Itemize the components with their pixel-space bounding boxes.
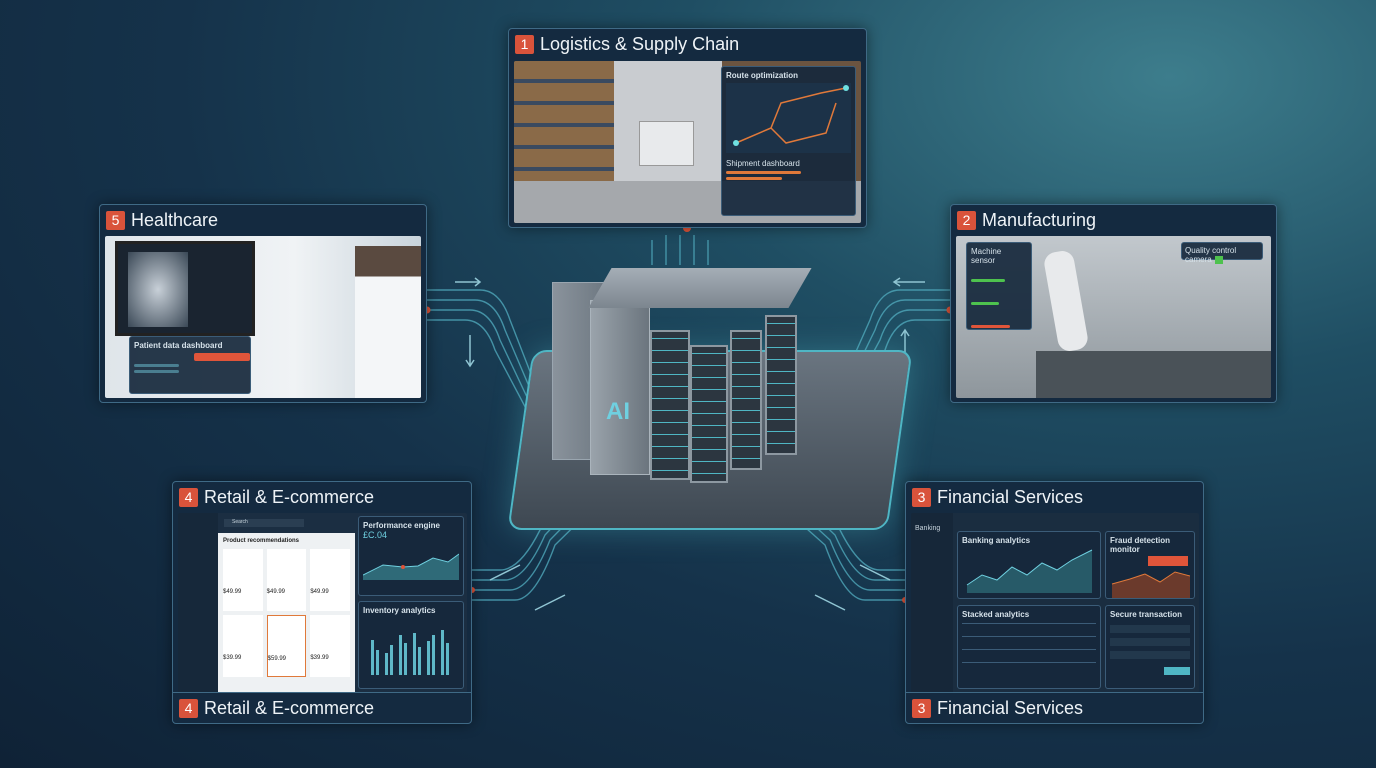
server-rack <box>765 315 797 455</box>
panel-number: 4 <box>179 488 198 507</box>
card-title: Patient data dashboard <box>134 341 223 350</box>
panel-number: 2 <box>957 211 976 230</box>
patient-dashboard-card[interactable]: Patient data dashboard <box>129 336 251 394</box>
submit-button[interactable] <box>1164 667 1190 675</box>
server-rack <box>590 300 650 475</box>
bar-chart <box>371 630 449 675</box>
sidebar <box>178 513 218 693</box>
line-chart <box>966 549 1093 593</box>
product-card[interactable]: $49.99 <box>266 549 307 611</box>
panel-manufacturing[interactable]: 2 Manufacturing Machine sensor Quality co… <box>950 204 1277 403</box>
area-chart <box>362 553 460 580</box>
panel-title: Financial Services <box>937 697 1084 718</box>
panel-healthcare[interactable]: 5 Healthcare Patient data dashboard <box>99 204 427 403</box>
card-title: Quality control camera <box>1185 246 1237 264</box>
retail-dashboard: Search Product recommendations $49.99 $4… <box>178 513 467 693</box>
performance-chart-card[interactable]: Performance engine£C.04 <box>358 516 464 596</box>
card-title: Route optimization <box>726 71 798 80</box>
price: $39.99 <box>310 655 329 661</box>
fraud-chart <box>1111 556 1191 598</box>
panel-number: 1 <box>515 35 534 54</box>
panel-title: Logistics & Supply Chain <box>540 34 740 54</box>
banking-dashboard: Banking Banking analytics Fraud detectio… <box>911 513 1199 693</box>
grid-title: Product recommendations <box>223 538 300 544</box>
card-title: Secure transaction <box>1110 610 1183 619</box>
xray-monitor <box>115 241 255 336</box>
form-field[interactable] <box>1110 651 1190 659</box>
form-field[interactable] <box>1110 638 1190 646</box>
price: $49.99 <box>310 589 329 595</box>
panel-title: Retail & E-commerce <box>204 487 375 507</box>
product-card-selected[interactable]: $59.99 <box>266 615 307 677</box>
doctor <box>355 246 421 398</box>
ai-label: AI <box>606 398 630 425</box>
server-top <box>588 268 812 308</box>
truck <box>639 121 694 166</box>
card-title: Fraud detection monitor <box>1110 536 1171 554</box>
card-subtitle: Shipment dashboard <box>726 159 800 168</box>
card-title: Stacked analytics <box>962 610 1030 619</box>
card-title: Machine sensor <box>971 247 1002 265</box>
search-input[interactable]: Search <box>224 519 304 527</box>
product-card[interactable]: $49.99 <box>310 549 350 611</box>
form-field[interactable] <box>1110 625 1190 633</box>
robot-arm <box>1042 249 1090 353</box>
server-rack <box>690 345 728 483</box>
panel-title: Retail & E-commerce <box>204 697 375 718</box>
card-title: Performance engine <box>363 521 440 530</box>
server-rack <box>650 330 690 480</box>
panel-number: 4 <box>179 698 198 718</box>
card-title: Inventory analytics <box>363 606 436 615</box>
price: $49.99 <box>266 589 286 595</box>
app-name: Banking <box>915 525 941 532</box>
server-rack <box>730 330 762 470</box>
panel-number: 3 <box>912 488 931 507</box>
metric-value: £C.04 <box>363 530 388 540</box>
price: $39.99 <box>223 655 242 661</box>
product-card[interactable]: $39.99 <box>223 615 263 677</box>
panel-logistics[interactable]: 1 Logistics & Supply Chain Route optimiza… <box>508 28 867 228</box>
panel-title: Manufacturing <box>982 210 1097 230</box>
quality-camera-card[interactable]: Quality control camera <box>1181 242 1263 264</box>
machine-sensor-card[interactable]: Machine sensor <box>966 242 1032 330</box>
panel-title: Healthcare <box>131 210 219 230</box>
sidebar: Banking <box>911 513 953 693</box>
status-indicator <box>1214 255 1223 264</box>
factory-image: Machine sensor Quality control camera <box>956 236 1271 398</box>
transactions-table[interactable]: Stacked analytics <box>957 605 1101 689</box>
panel-number: 3 <box>912 698 931 718</box>
panel-number: 5 <box>106 211 125 230</box>
banking-analytics-card[interactable]: Banking analytics <box>957 531 1101 599</box>
inventory-chart-card[interactable]: Inventory analytics <box>358 601 464 689</box>
secure-transaction-card[interactable]: Secure transaction <box>1105 605 1195 689</box>
price: $59.99 <box>267 656 287 662</box>
doctor-image: Patient data dashboard <box>105 236 421 398</box>
warehouse-image: Route optimization Shipment dashboard <box>514 61 861 223</box>
route-map <box>726 83 851 153</box>
product-card[interactable]: $39.99 <box>310 615 350 677</box>
fraud-monitor-card[interactable]: Fraud detection monitor <box>1105 531 1195 599</box>
product-grid: Product recommendations $49.99 $49.99 $4… <box>218 533 355 693</box>
panel-title: Financial Services <box>937 487 1084 507</box>
route-optimization-card[interactable]: Route optimization Shipment dashboard <box>721 66 856 216</box>
card-title: Banking analytics <box>962 536 1031 545</box>
price: $49.99 <box>223 589 242 595</box>
product-card[interactable]: $49.99 <box>223 549 263 611</box>
